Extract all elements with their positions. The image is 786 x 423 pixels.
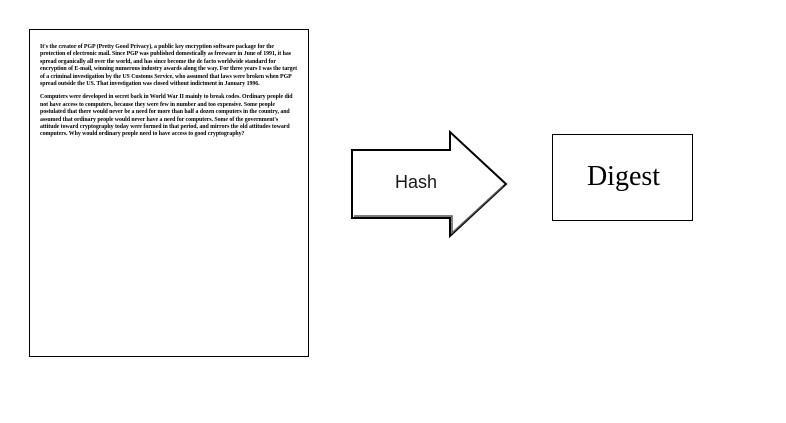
hash-arrow-shadow	[354, 185, 504, 235]
plaintext-document: It's the creator of PGP (Pretty Good Pri…	[29, 29, 309, 357]
document-body: It's the creator of PGP (Pretty Good Pri…	[40, 44, 298, 139]
hash-arrow-icon	[351, 129, 508, 239]
hash-label: Hash	[394, 172, 438, 192]
document-paragraph-1: It's the creator of PGP (Pretty Good Pri…	[40, 44, 298, 88]
document-paragraph-2: Computers were developed in secret back …	[40, 94, 293, 138]
digest-label: Digest	[586, 161, 661, 192]
digest-box: Digest	[552, 134, 693, 221]
